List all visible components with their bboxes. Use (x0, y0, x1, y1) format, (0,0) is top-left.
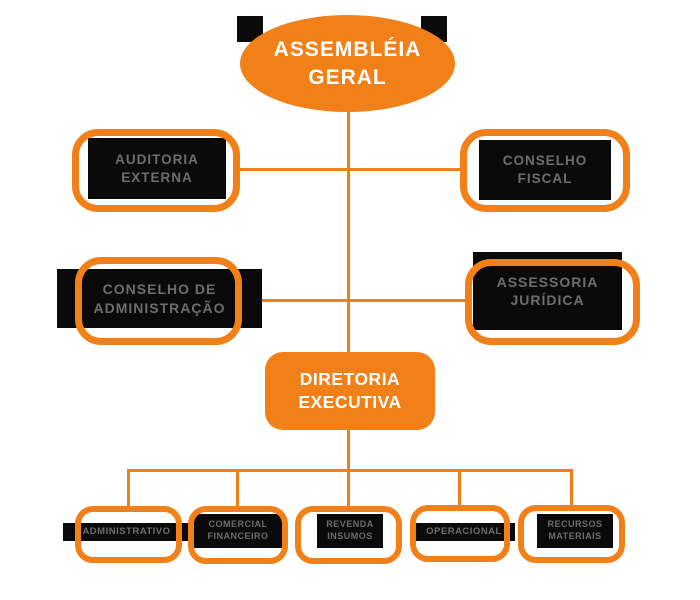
connector-drop-operacional (458, 469, 461, 507)
frame-administrativo (75, 506, 182, 563)
frame-comercial-financeiro (188, 506, 288, 564)
node-operacional: OPERACIONAL (413, 523, 515, 541)
node-diretoria-executiva: DIRETORIA EXECUTIVA (265, 352, 435, 430)
connector-drop-comercial-financeiro (236, 469, 239, 507)
frame-auditoria-externa (72, 129, 240, 212)
frame-conselho-fiscal (460, 129, 630, 212)
connector-bottom-rail (127, 469, 573, 472)
frame-operacional (410, 505, 510, 562)
connector-drop-revenda-insumos (347, 469, 350, 507)
connector-level3-horizontal (240, 299, 467, 302)
connector-drop-recursos-materiais (570, 469, 573, 507)
node-recursos-materiais: RECURSOS MATERIAIS (537, 514, 613, 548)
connector-main-vertical (347, 60, 350, 472)
node-comercial-financeiro: COMERCIAL FINANCEIRO (193, 514, 283, 548)
connector-level2-horizontal (237, 168, 465, 171)
node-auditoria-externa: AUDITORIA EXTERNA (88, 138, 226, 199)
connector-drop-administrativo (127, 469, 130, 507)
node-administrativo: ADMINISTRATIVO (63, 523, 190, 541)
frame-revenda-insumos (295, 506, 402, 564)
node-assembleia-geral: ASSEMBLÉIA GERAL (240, 15, 455, 112)
frame-recursos-materiais (518, 505, 625, 563)
node-conselho-fiscal: CONSELHO FISCAL (479, 140, 611, 200)
frame-assessoria-juridica (465, 259, 640, 345)
frame-conselho-administracao (75, 257, 242, 345)
node-revenda-insumos: REVENDA INSUMOS (317, 514, 383, 548)
